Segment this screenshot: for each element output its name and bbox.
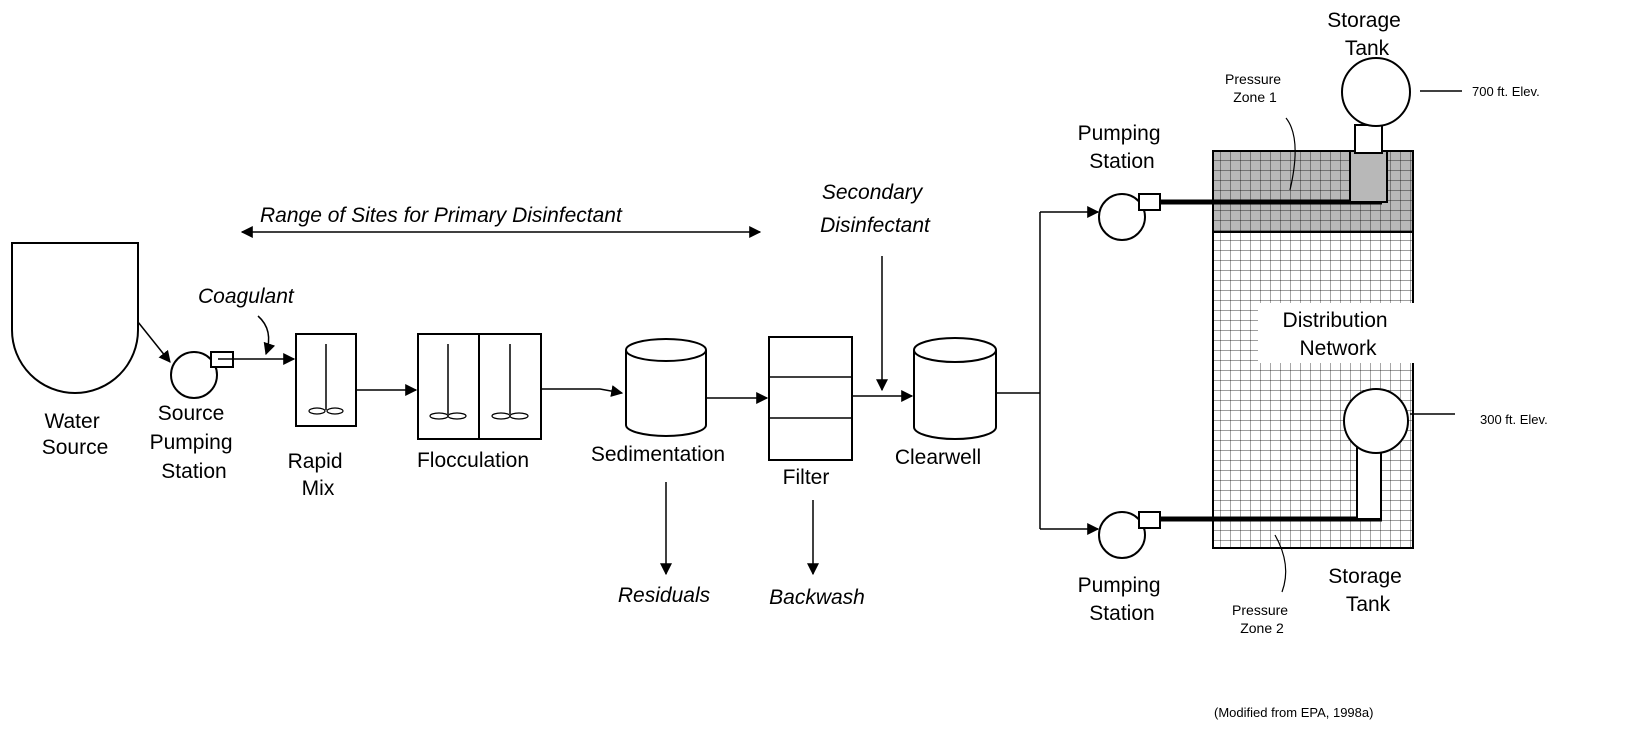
bottom-pumping-station-label: Pumping Station bbox=[1078, 574, 1167, 625]
sedimentation-label: Sedimentation bbox=[591, 443, 725, 466]
clearwell-branch-line bbox=[996, 212, 1041, 529]
flocculation-label: Flocculation bbox=[417, 449, 529, 472]
clearwell-label: Clearwell bbox=[895, 446, 981, 469]
secondary-disinfectant-label: Secondary Disinfectant bbox=[820, 181, 931, 237]
source-to-pump-arrow bbox=[137, 321, 171, 363]
filter-unit bbox=[768, 336, 853, 461]
top-pump-icon bbox=[1098, 193, 1161, 241]
pressure-zone-2-label: Pressure Zone 2 bbox=[1232, 602, 1292, 636]
bottom-pump-icon bbox=[1098, 511, 1161, 559]
backwash-label: Backwash bbox=[769, 586, 865, 609]
source-citation: (Modified from EPA, 1998a) bbox=[1214, 705, 1373, 720]
flocculation-tank bbox=[417, 333, 542, 440]
flocculation-to-sedimentation-arrow bbox=[541, 385, 624, 397]
distribution-network-label: Distribution Network bbox=[1283, 309, 1394, 360]
bottom-tank-riser bbox=[1356, 444, 1382, 520]
rapid-mix-label: Rapid Mix bbox=[288, 450, 349, 500]
source-pumping-station-label: Source Pumping Station bbox=[150, 402, 239, 483]
elev-700-label: 700 ft. Elev. bbox=[1472, 84, 1540, 99]
coagulant-arrow bbox=[257, 315, 276, 356]
top-tank-riser bbox=[1354, 124, 1383, 154]
primary-disinfectant-range-label: Range of Sites for Primary Disinfectant bbox=[260, 204, 623, 227]
pressure-zone-1-callout bbox=[1285, 117, 1296, 191]
water-source-label: Water Source bbox=[42, 410, 109, 459]
pressure-zone-2-callout bbox=[1274, 534, 1287, 593]
rapid-mix-tank bbox=[295, 333, 357, 427]
clearwell-tank bbox=[913, 337, 997, 440]
water-source-shape bbox=[11, 242, 139, 394]
coagulant-label: Coagulant bbox=[198, 285, 295, 308]
filter-label: Filter bbox=[783, 466, 830, 489]
top-tank-riser-shaft bbox=[1349, 150, 1388, 203]
sedimentation-tank bbox=[625, 338, 707, 437]
top-pumping-station-label: Pumping Station bbox=[1078, 122, 1167, 173]
distribution-network-label-box bbox=[1258, 303, 1418, 363]
pressure-zone-1-label: Pressure Zone 1 bbox=[1225, 71, 1285, 105]
elev-300-label: 300 ft. Elev. bbox=[1480, 412, 1548, 427]
residuals-label: Residuals bbox=[618, 584, 711, 607]
bottom-storage-tank-label: Storage Tank bbox=[1328, 565, 1407, 616]
bottom-storage-tank bbox=[1343, 388, 1409, 454]
top-storage-tank-label: Storage Tank bbox=[1327, 9, 1406, 60]
top-storage-tank bbox=[1341, 57, 1411, 127]
